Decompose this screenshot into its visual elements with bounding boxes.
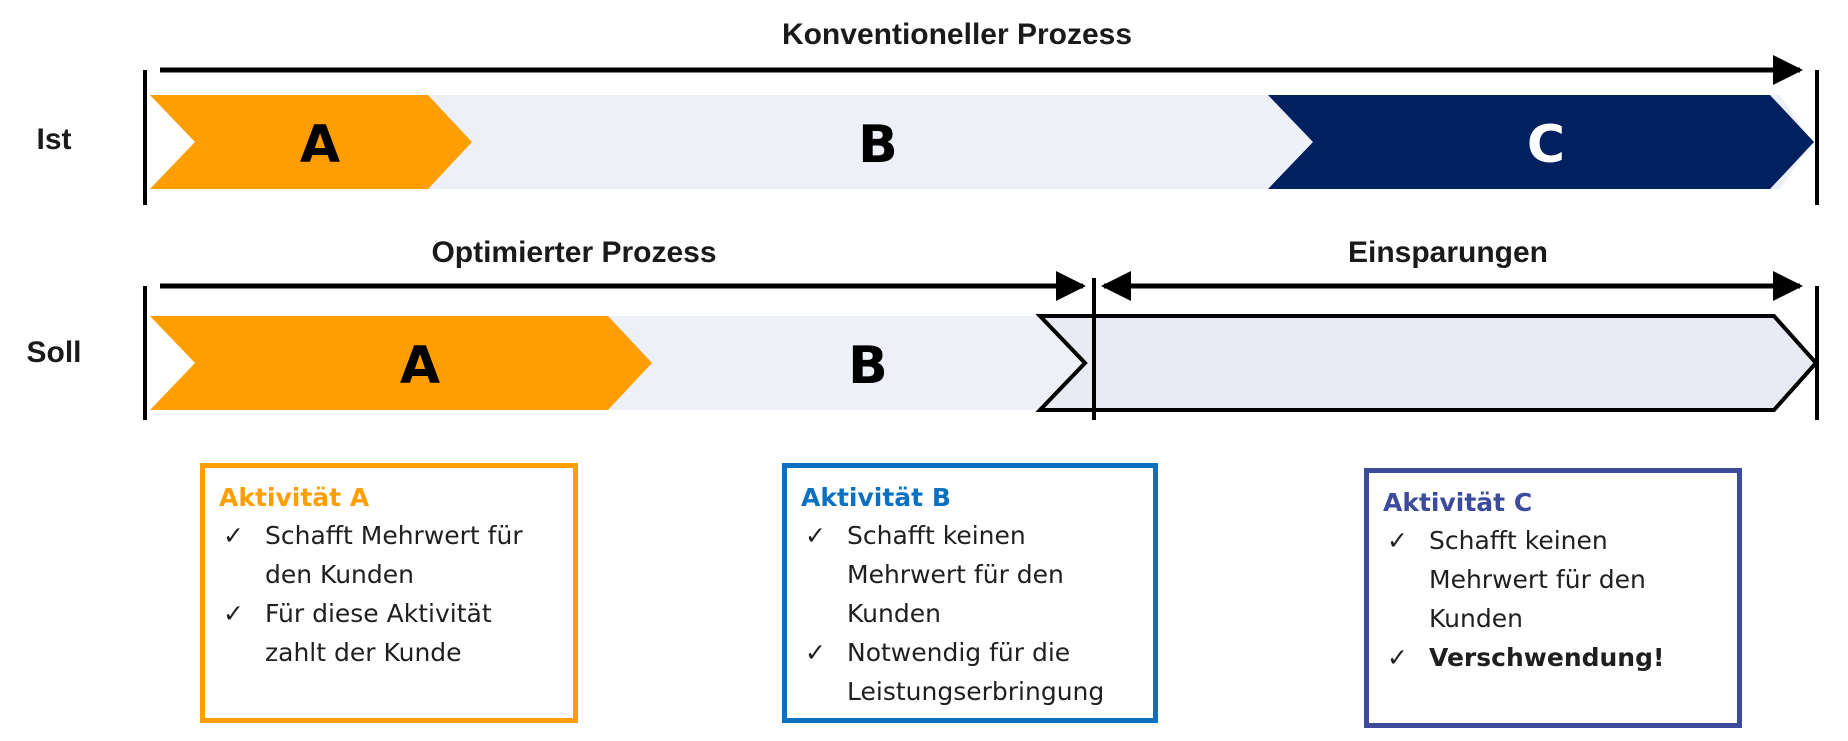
row-label-ist: Ist (36, 123, 71, 156)
check-icon: ✓ (805, 521, 826, 550)
list-item: ✓ Schafft Mehrwert für den Kunden (219, 516, 559, 594)
activity-c-box: Aktivität C ✓ Schafft keinen Mehrwert für… (1364, 468, 1742, 728)
list-item: ✓ Notwendig für die Leistungserbringung (801, 633, 1139, 711)
header-optimized-process: Optimierter Prozess (431, 236, 716, 269)
check-icon: ✓ (805, 638, 826, 667)
list-item: ✓ Schafft keinen Mehrwert für den Kunden (801, 516, 1139, 633)
list-item-text: Verschwendung! (1429, 643, 1665, 672)
activity-c-list: ✓Schafft keinen Mehrwert für den Kunden … (1383, 521, 1723, 677)
activity-b-list: ✓Schafft keinen Mehrwert für den Kunden … (801, 516, 1139, 711)
savings-chevron (1035, 314, 1819, 412)
list-item-text: Schafft keinen Mehrwert für den Kunden (1429, 526, 1646, 633)
activity-b-box: Aktivität B ✓ Schafft keinen Mehrwert für… (782, 463, 1158, 723)
list-item: ✓ Verschwendung! (1383, 638, 1723, 677)
activity-a-title: Aktivität A (219, 483, 370, 512)
ist-segment-c-chevron (1268, 95, 1814, 189)
activity-b-title: Aktivität B (801, 483, 951, 512)
soll-segment-b-label: B (848, 336, 888, 396)
ist-segment-a-label: A (300, 115, 340, 175)
activity-c-title: Aktivität C (1383, 488, 1533, 517)
list-item: ✓ Schafft keinen Mehrwert für den Kunden (1383, 521, 1723, 638)
header-savings: Einsparungen (1348, 236, 1548, 269)
check-icon: ✓ (1387, 643, 1408, 672)
ist-segment-c-label: C (1527, 115, 1565, 175)
check-icon: ✓ (1387, 526, 1408, 555)
soll-segment-a-chevron (150, 316, 652, 410)
list-item-text: Notwendig für die Leistungserbringung (847, 638, 1105, 706)
ist-segment-b-label: B (858, 115, 898, 175)
list-item: ✓ Für diese Aktivität zahlt der Kunde (219, 594, 559, 672)
activity-a-box: Aktivität A ✓ Schafft Mehrwert für den Ku… (200, 463, 578, 723)
activity-a-list: ✓ Schafft Mehrwert für den Kunden ✓ Für di… (219, 516, 559, 672)
ist-segment-a-chevron (150, 95, 472, 189)
list-item-text: Für diese Aktivität zahlt der Kunde (265, 599, 492, 667)
row-label-soll: Soll (26, 336, 81, 369)
list-item-text: Schafft Mehrwert für den Kunden (265, 521, 523, 589)
check-icon: ✓ (223, 599, 244, 628)
list-item-text: Schafft keinen Mehrwert für den Kunden (847, 521, 1064, 628)
soll-segment-a-label: A (400, 336, 440, 396)
check-icon: ✓ (223, 521, 244, 550)
header-conventional-process: Konventioneller Prozess (782, 18, 1132, 51)
